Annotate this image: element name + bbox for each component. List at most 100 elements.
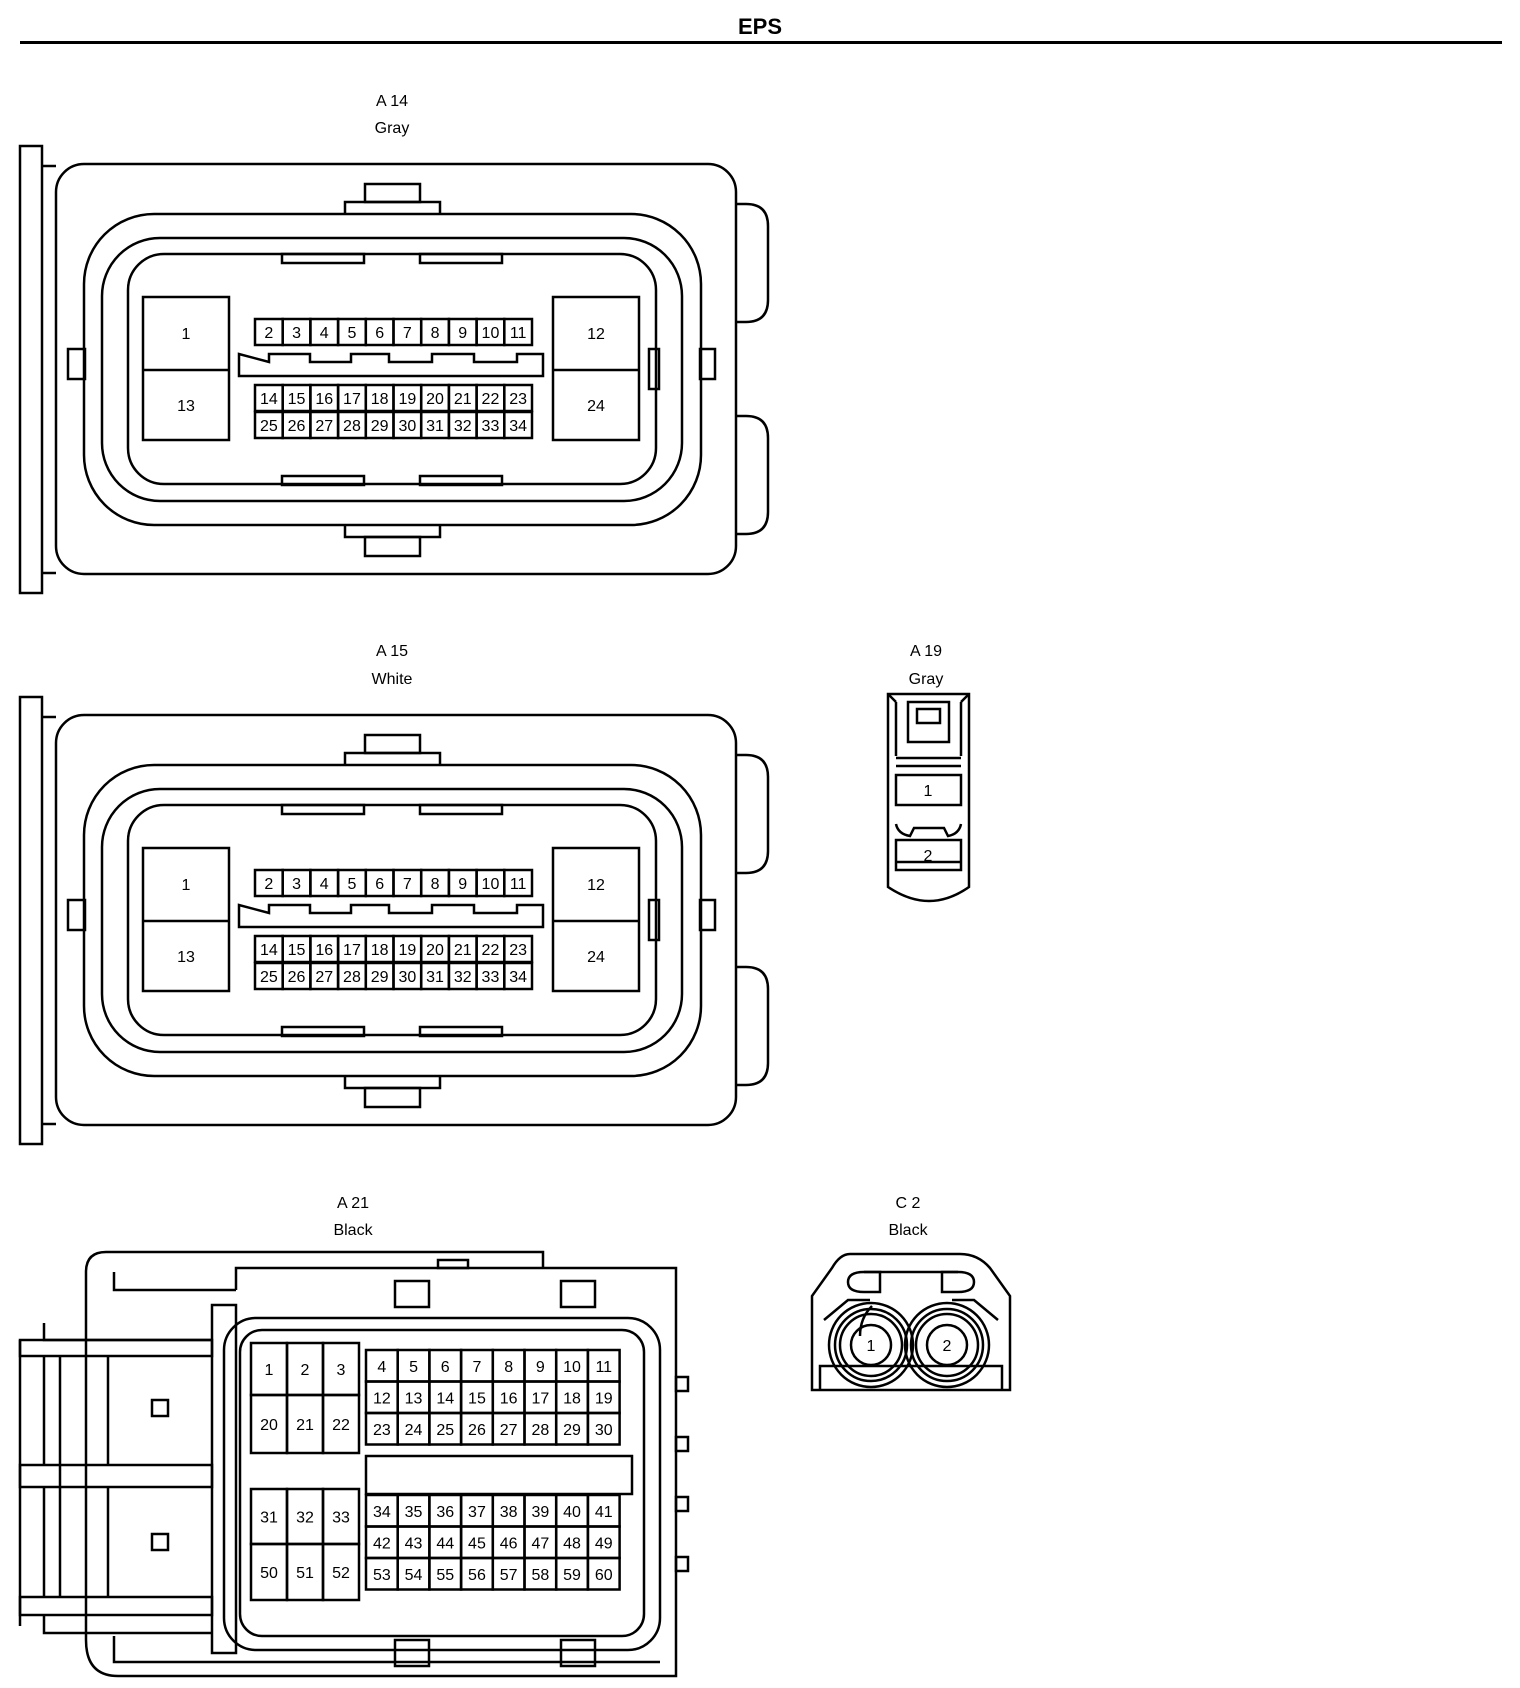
- a21-pin-56-label: 56: [468, 1567, 486, 1584]
- c2-pin-1-label: 1: [867, 1338, 876, 1355]
- connector-a21-lever-window-1: [150, 1398, 170, 1418]
- a21-pin-6-label: 6: [441, 1359, 450, 1376]
- a14-pin-4-label: 4: [320, 325, 329, 342]
- a15-pin-26-label: 26: [288, 969, 306, 986]
- connector-a14-side-latch: [647, 347, 661, 391]
- connector-a14-bottom-key: [363, 535, 422, 558]
- connector-a21-face: [222, 1316, 662, 1652]
- connector-a14-side-flange: [18, 144, 44, 595]
- a14-pin-14-label: 14: [260, 391, 278, 408]
- a14-pin-23-label: 23: [509, 391, 527, 408]
- connector-a14-side-key-left: [66, 347, 87, 381]
- connector-a15-body: [54, 713, 738, 1127]
- a21-pin-46-label: 46: [500, 1535, 518, 1552]
- connector-a15-cavity: [126, 803, 658, 1037]
- a15-pin-16-label: 16: [315, 942, 333, 959]
- a15-pin-34-cell: [503, 961, 534, 991]
- a15-pin-22-label: 22: [482, 942, 500, 959]
- a21-pin-40-label: 40: [563, 1504, 581, 1521]
- connector-a21-top-shell: [84, 1250, 545, 1273]
- connector-c2-pin-2: [925, 1323, 969, 1367]
- a15-pin-15-label: 15: [288, 942, 306, 959]
- a21-pin-31-label: 31: [260, 1510, 278, 1527]
- a21-pin-1-label: 1: [265, 1362, 274, 1379]
- a21-pin-51-label: 51: [296, 1565, 314, 1582]
- a14-pin-31-label: 31: [426, 418, 444, 435]
- connector-a14-top-rib-1: [280, 252, 366, 265]
- a21-pin-10-label: 10: [563, 1359, 581, 1376]
- a15-pin-23-label: 23: [509, 942, 527, 959]
- a15-pin-18-label: 18: [371, 942, 389, 959]
- a15-pin-8-label: 8: [431, 876, 440, 893]
- a14-pin-16-label: 16: [315, 391, 333, 408]
- a21-pin-36-label: 36: [436, 1504, 454, 1521]
- a15-pin-19-label: 19: [398, 942, 416, 959]
- a14-pin-29-label: 29: [371, 418, 389, 435]
- a14-pin-5-label: 5: [347, 325, 356, 342]
- connector-a21-lever-rail-top: [18, 1338, 214, 1358]
- connector-c2: [810, 1252, 1012, 1392]
- a15-pin-27-label: 27: [315, 969, 333, 986]
- a15-pin-34-label: 34: [509, 969, 527, 986]
- connector-c2-code: C 2: [895, 1195, 921, 1212]
- connector-a14-top-notch: [343, 200, 442, 214]
- a21-pin-25-label: 25: [436, 1422, 454, 1439]
- a14-pin-6-label: 6: [375, 325, 384, 342]
- connector-a21-lever-window-2: [150, 1532, 170, 1552]
- connector-a15-key-bar: [237, 903, 545, 929]
- a15-pin-28-label: 28: [343, 969, 361, 986]
- a21-pin-9-label: 9: [536, 1359, 545, 1376]
- a21-pin-30-label: 30: [595, 1422, 613, 1439]
- a15-pin-13-label: 13: [177, 949, 195, 966]
- a21-pin-8-label: 8: [504, 1359, 513, 1376]
- a21-pin-38-label: 38: [500, 1504, 518, 1521]
- connector-a15-top-notch: [343, 751, 442, 765]
- connector-a21-color: Black: [333, 1222, 373, 1239]
- a15-pin-1-label: 1: [182, 877, 191, 894]
- connector-a21-bottom-clip-1: [393, 1638, 431, 1668]
- a15-pin-3-label: 3: [292, 876, 301, 893]
- a14-pin-7-label: 7: [403, 325, 412, 342]
- a14-pin-11-label: 11: [510, 325, 527, 342]
- connector-a15-pin-block-right: [551, 846, 641, 993]
- a21-pin-17-label: 17: [531, 1390, 549, 1407]
- connector-a14-lock-tab-lower: [736, 414, 770, 536]
- a21-pin-22-label: 22: [332, 1417, 350, 1434]
- a14-pin-30-label: 30: [398, 418, 416, 435]
- connector-a21-top-clip-2: [559, 1279, 597, 1309]
- connector-a19-color: Gray: [908, 671, 944, 688]
- a21-pin-19-label: 19: [595, 1390, 613, 1407]
- a14-pin-12-label: 12: [587, 326, 605, 343]
- a21-pin-29-label: 29: [563, 1422, 581, 1439]
- a15-pin-2-label: 2: [264, 876, 273, 893]
- a15-pin-5-label: 5: [347, 876, 356, 893]
- a21-pin-44-label: 44: [436, 1535, 454, 1552]
- a15-pin-12-label: 12: [587, 877, 605, 894]
- a21-pin-30-cell: [586, 1411, 621, 1446]
- a14-pin-25-label: 25: [260, 418, 278, 435]
- connector-a15-bottom-notch: [343, 1076, 442, 1090]
- a21-pin-28-label: 28: [531, 1422, 549, 1439]
- connector-a15-pin-block-left: [141, 846, 231, 993]
- connector-a14-bottom-rib-1: [280, 474, 366, 487]
- connector-a14-pin-block-left: [141, 295, 231, 442]
- a21-pin-2-label: 2: [301, 1362, 310, 1379]
- connector-a15-lock-tab-lower: [736, 965, 770, 1087]
- a21-pin-4-label: 4: [377, 1359, 386, 1376]
- connector-c2-pin-1: [849, 1323, 893, 1367]
- a15-pin-7-label: 7: [403, 876, 412, 893]
- a14-pin-34-label: 34: [509, 418, 527, 435]
- a21-pin-32-label: 32: [296, 1510, 314, 1527]
- a15-pin-17-label: 17: [343, 942, 361, 959]
- a14-pin-21-label: 21: [454, 391, 472, 408]
- connector-c2-pin-2-ring: [903, 1301, 991, 1389]
- a21-pin-24-label: 24: [405, 1422, 423, 1439]
- connector-a21-lever-arm: [210, 1303, 238, 1655]
- a21-pin-52-cell: [321, 1542, 361, 1602]
- a15-pin-30-label: 30: [398, 969, 416, 986]
- connector-a21-body: [84, 1266, 678, 1678]
